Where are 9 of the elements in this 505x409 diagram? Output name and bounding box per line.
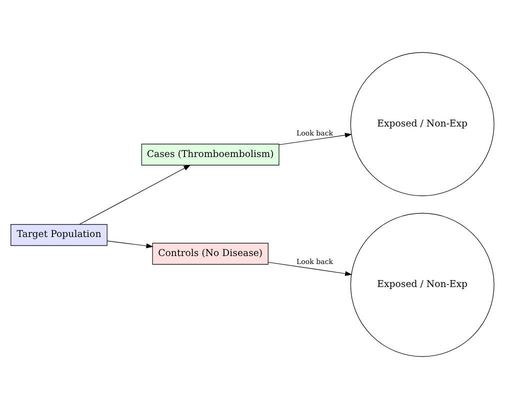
node-box: Controls (No Disease) — [152, 242, 268, 265]
node-box: Cases (Thromboembolism) — [141, 144, 280, 166]
arrow — [79, 164, 191, 225]
node-circle: Exposed / Non-Exp — [350, 212, 494, 357]
arrow — [107, 240, 154, 248]
node-box: Target Population — [10, 224, 108, 246]
arrow — [268, 262, 352, 276]
arrow — [278, 132, 352, 146]
node-circle: Exposed / Non-Exp — [350, 52, 494, 196]
